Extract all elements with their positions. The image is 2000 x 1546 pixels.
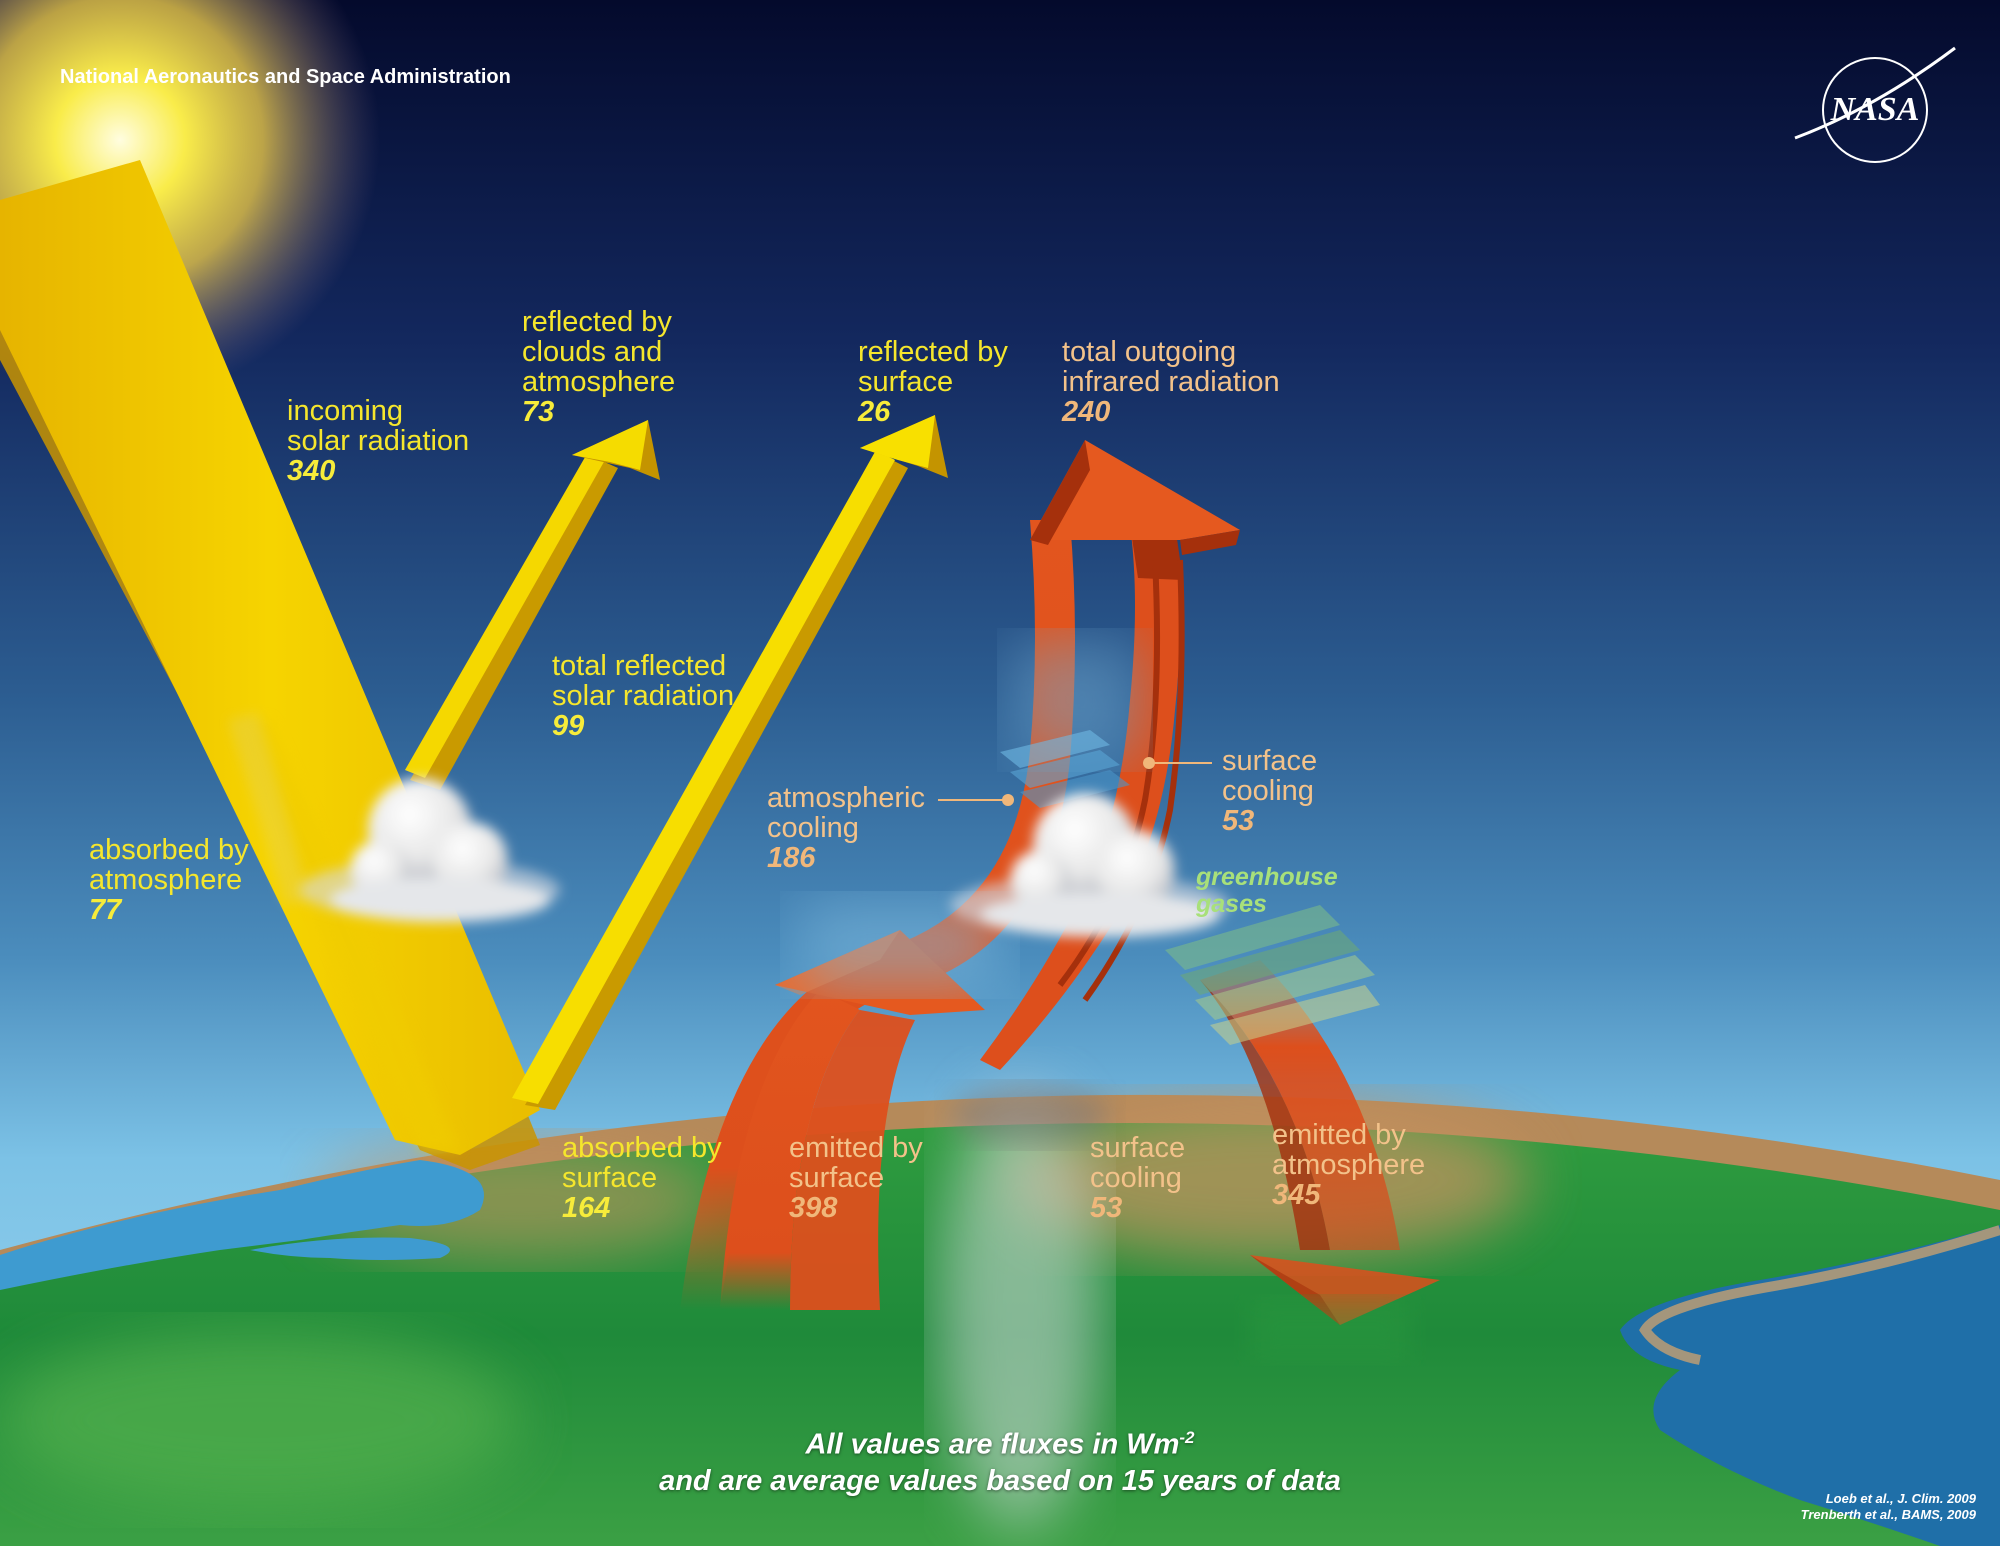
label-greenhouse-gases: greenhouse gases [1196, 863, 1338, 918]
reference-item: Loeb et al., J. Clim. 2009 [1825, 1491, 1976, 1506]
footnote-line-1: All values are fluxes in Wm-2 [805, 1428, 1195, 1461]
cloud-icon [950, 793, 1230, 937]
label-atmospheric-cooling: atmospheric cooling 186 [767, 782, 925, 874]
greenhouse-layers-icon [1000, 730, 1380, 1045]
leader-atmospheric-cooling [938, 794, 1014, 806]
earth-surface [0, 1085, 2000, 1546]
label-absorbed-surface: absorbed by surface 164 [562, 1132, 722, 1224]
footnote-line-2: and are average values based on 15 years… [659, 1464, 1341, 1497]
reference-item: Trenberth et al., BAMS, 2009 [1800, 1507, 1976, 1522]
emitted-surface-arrow [720, 900, 1000, 1310]
absorbed-atmosphere-beam [228, 712, 310, 905]
label-absorbed-atmosphere: absorbed by atmosphere 77 [89, 834, 249, 926]
cloud-icon [300, 778, 560, 922]
reflected-clouds-arrow [405, 420, 660, 790]
references: Loeb et al., J. Clim. 2009 Trenberth et … [1801, 1491, 1976, 1523]
label-total-outgoing-ir: total outgoing infrared radiation 240 [1062, 336, 1280, 428]
reflected-surface-arrow [512, 415, 948, 1110]
label-emitted-surface: emitted by surface 398 [789, 1132, 923, 1224]
nasa-logo-icon: NASA [1794, 46, 1956, 163]
label-total-reflected: total reflected solar radiation 99 [552, 650, 735, 742]
label-reflected-clouds: reflected by clouds and atmosphere 73 [522, 306, 676, 428]
units-footnote: All values are fluxes in Wm-2 and are av… [0, 1420, 2000, 1499]
nasa-logo-text: NASA [1830, 91, 1920, 128]
label-reflected-surface: reflected by surface 26 [858, 336, 1008, 428]
label-surface-cooling-upper: surface cooling 53 [1222, 745, 1318, 837]
label-emitted-atmosphere: emitted by atmosphere 345 [1272, 1119, 1426, 1211]
label-incoming-solar: incoming solar radiation 340 [287, 395, 470, 487]
leader-surface-cooling [1143, 757, 1212, 769]
agency-name: National Aeronautics and Space Administr… [60, 66, 511, 88]
label-surface-cooling-lower: surface cooling 53 [1090, 1132, 1186, 1224]
